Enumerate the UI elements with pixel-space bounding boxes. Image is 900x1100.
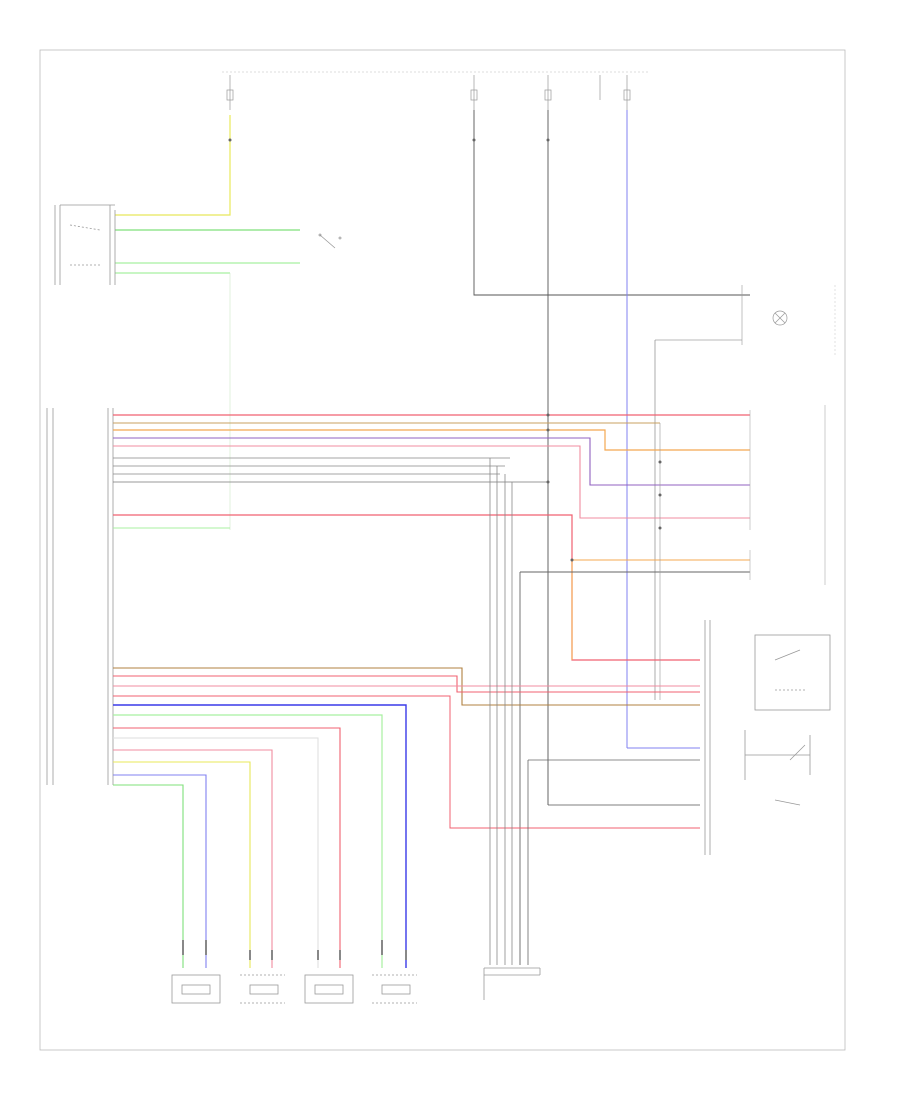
abs-control-unit <box>46 408 114 785</box>
wire-red-3 <box>113 675 700 693</box>
wire-pink-1 <box>113 445 750 519</box>
fuse-left <box>226 75 234 110</box>
wire-green-6 <box>113 784 184 968</box>
wire-purple-1 <box>113 437 750 486</box>
warning-lamp <box>772 310 788 326</box>
brake-switch <box>318 233 342 249</box>
wire-orange-1 <box>113 429 750 451</box>
wire-orange-2 <box>571 559 750 660</box>
wire-yellow-2 <box>113 761 251 968</box>
fuse-right-1 <box>599 75 631 110</box>
right-module-connectors <box>749 405 826 585</box>
wire-gray-1 <box>473 110 750 296</box>
wheel-sensor-lf <box>304 974 354 1004</box>
abs-relay-box <box>704 620 831 855</box>
wire-yellow-top <box>115 115 231 216</box>
fuse-middle-1 <box>470 75 478 110</box>
wire-blue-lower <box>113 704 407 968</box>
wire-red-4 <box>113 727 341 968</box>
wire-blue-2 <box>113 774 207 968</box>
wire-green-5 <box>113 714 383 968</box>
fuse-middle-2 <box>544 75 552 110</box>
wheel-sensor-rf <box>372 974 417 1004</box>
wire-red-2 <box>113 514 700 661</box>
data-link-connector <box>483 967 541 1000</box>
wire-pink-3 <box>113 749 273 968</box>
junctions <box>228 138 662 562</box>
wheel-sensor-lr <box>240 974 285 1004</box>
wire-red-5 <box>113 695 700 829</box>
wire-white-1 <box>113 737 319 968</box>
pressure-switch-connector <box>54 204 116 285</box>
diagram-border <box>39 49 846 1051</box>
wheel-sensor-rr <box>171 974 221 1004</box>
sensor-terminals <box>182 940 407 960</box>
